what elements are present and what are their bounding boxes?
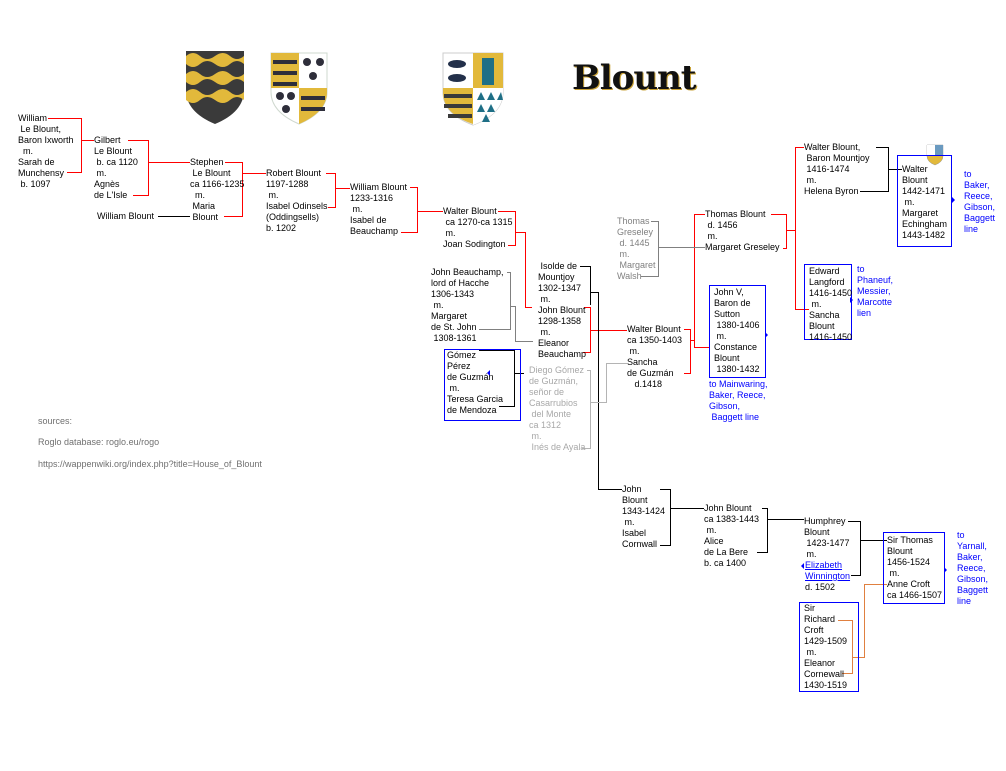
person-walter-mountjoy: Walter Blount, Baron Mountjoy 1416-1474 … bbox=[804, 142, 870, 196]
elizabeth-winnington-link[interactable]: Elizabeth Winnington bbox=[805, 560, 851, 581]
person-sir-thomas-blount[interactable]: Sir Thomas Blount 1456-1524 m. Anne Crof… bbox=[887, 535, 943, 600]
edward-langford-box[interactable] bbox=[804, 264, 852, 340]
mountjoy-arms-icon bbox=[442, 52, 504, 126]
in-law-connectors bbox=[479, 221, 705, 342]
person-diego-gomez: Diego Gómez de Guzmán, señor de Casarrub… bbox=[529, 365, 586, 452]
gomez-box[interactable] bbox=[444, 349, 521, 421]
arrow-right-icon bbox=[952, 197, 955, 203]
person-thomas-greseley: Thomas Greseley d. 1445 m. Margaret Wals… bbox=[617, 216, 656, 281]
link-phaneuf-line[interactable]: to Phaneuf, Messier, Marcotte lien bbox=[857, 264, 894, 318]
person-sir-richard-croft[interactable]: Sir Richard Croft 1429-1509 m. Eleanor C… bbox=[804, 603, 848, 690]
person-walter-blount-1350: Walter Blount ca 1350-1403 m. Sancha de … bbox=[627, 324, 683, 389]
humphrey-wife-death: d. 1502 bbox=[805, 582, 836, 592]
branch-connectors bbox=[158, 147, 902, 576]
person-gomez-perez[interactable]: Gómez Pérez de Guzmán m. Teresa Garcia d… bbox=[447, 350, 504, 415]
sir-thomas-box[interactable] bbox=[883, 532, 945, 604]
arrow-left-icon bbox=[801, 563, 804, 569]
link-baker-line[interactable]: to Baker, Reece, Gibson, Baggett line bbox=[964, 169, 996, 234]
person-stephen-le-blount: Stephen Le Blount ca 1166-1235 m. Maria … bbox=[190, 157, 245, 222]
quartered-arms-icon bbox=[270, 52, 328, 125]
distant-connectors bbox=[582, 363, 627, 449]
link-yarnall-line[interactable]: to Yarnall, Baker, Reece, Gibson, Bagget… bbox=[957, 530, 989, 606]
direct-line-connectors bbox=[48, 118, 809, 374]
person-robert-blount: Robert Blount 1197-1288 m. Isabel Odinse… bbox=[266, 168, 328, 233]
sir-richard-box[interactable] bbox=[799, 602, 859, 692]
sources-label: sources: bbox=[38, 416, 73, 426]
person-gilbert-le-blount: Gilbert Le Blount b. ca 1120 m. Agnès de… bbox=[94, 135, 138, 200]
john-v-box[interactable] bbox=[709, 285, 766, 378]
person-humphrey-blount: Humphrey Blount 1423-1477 m. bbox=[804, 516, 850, 559]
source-roglo: Roglo database: roglo.eu/rogo bbox=[38, 437, 160, 447]
person-john-blount-1383: John Blount ca 1383-1443 m. Alice de La … bbox=[704, 503, 760, 568]
blount-arms-icon bbox=[186, 51, 244, 124]
person-john-blount-1343: John Blount 1343-1424 m. Isabel Cornwall bbox=[622, 484, 666, 549]
arrow-left-icon bbox=[487, 370, 490, 376]
source-wappenwiki: https://wappenwiki.org/index.php?title=H… bbox=[38, 459, 262, 469]
link-mainwaring-line[interactable]: to Mainwaring, Baker, Reece, Gibson, Bag… bbox=[709, 379, 768, 422]
blount-logo: Blount bbox=[572, 58, 696, 98]
person-isolde-john-blount: Isolde de Mountjoy 1302-1347 m. John Blo… bbox=[538, 261, 587, 359]
person-william-blount-1233: William Blount 1233-1316 m. Isabel de Be… bbox=[350, 182, 408, 236]
person-john-v[interactable]: John V, Baron de Sutton 1380-1406 m. Con… bbox=[714, 287, 760, 374]
person-thomas-blount: Thomas Blount d. 1456 m. Margaret Gresel… bbox=[705, 209, 780, 252]
person-william-blount-left: William Blount bbox=[97, 211, 155, 221]
person-john-beauchamp: John Beauchamp, lord of Hacche 1306-1343… bbox=[431, 267, 504, 343]
person-walter-blount-1442[interactable]: Walter Blount 1442-1471 m. Margaret Echi… bbox=[902, 164, 948, 240]
walter-1442-box[interactable] bbox=[897, 155, 952, 247]
person-walter-blount-1270: Walter Blount ca 1270-ca 1315 m. Joan So… bbox=[443, 206, 513, 249]
person-william-le-blount: William Le Blount, Baron Ixworth m. Sara… bbox=[18, 113, 74, 189]
person-edward-langford[interactable]: Edward Langford 1416-1450 m. Sancha Blou… bbox=[809, 266, 853, 342]
